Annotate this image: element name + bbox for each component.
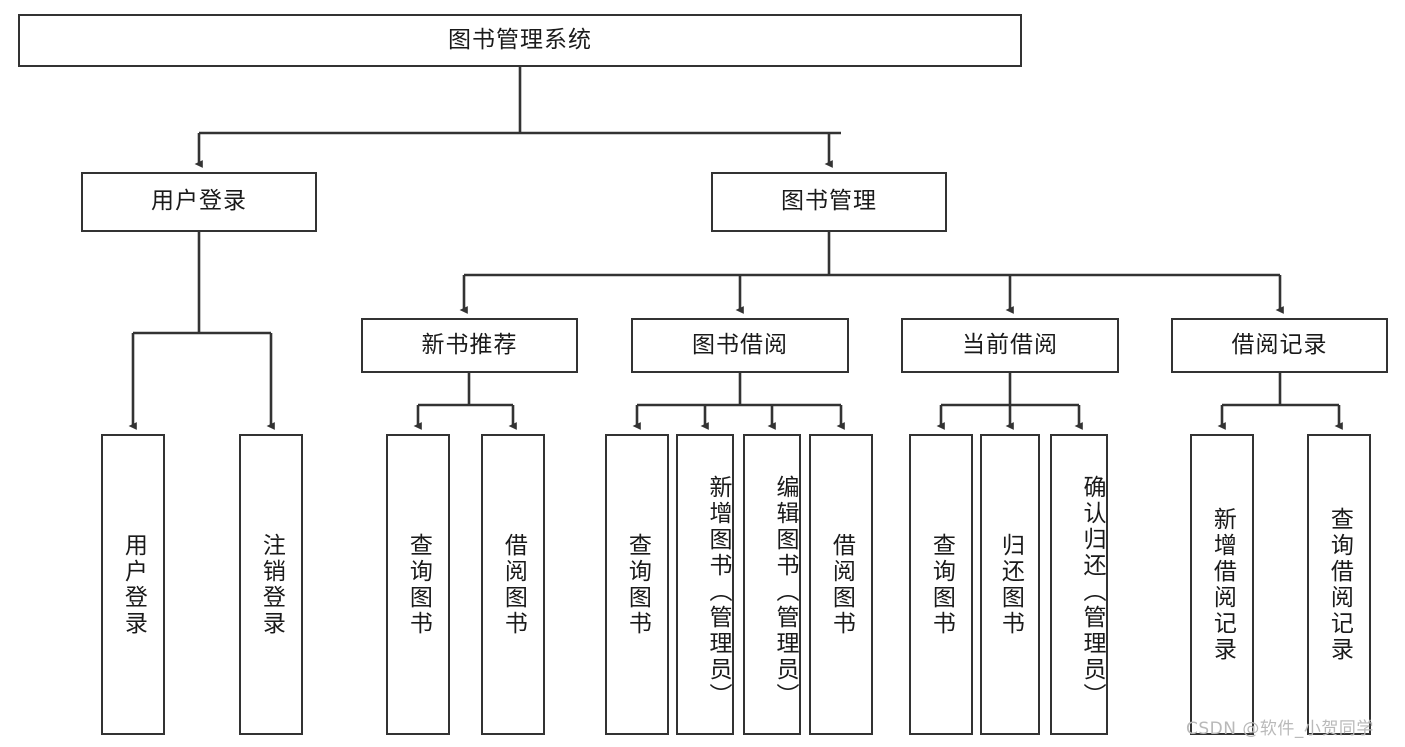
node-label: 编辑图书（管理员） bbox=[772, 474, 798, 709]
leaf-query-borrow-record[interactable]: 查询借阅记录 bbox=[1307, 434, 1371, 735]
leaf-borrow-book-recommend[interactable]: 借阅图书 bbox=[481, 434, 545, 735]
node-label: 借阅图书 bbox=[828, 532, 855, 637]
node-borrow-record[interactable]: 借阅记录 bbox=[1171, 318, 1388, 373]
node-label: 新增图书（管理员） bbox=[705, 474, 731, 709]
node-book-borrow[interactable]: 图书借阅 bbox=[631, 318, 849, 373]
leaf-query-book-recommend[interactable]: 查询图书 bbox=[386, 434, 450, 735]
leaf-query-book-borrow[interactable]: 查询图书 bbox=[605, 434, 669, 735]
node-label: 用户登录 bbox=[120, 532, 147, 637]
node-label: 图书借阅 bbox=[692, 331, 788, 358]
leaf-borrow-book[interactable]: 借阅图书 bbox=[809, 434, 873, 735]
node-label: 查询图书 bbox=[405, 532, 432, 637]
node-label: 确认归还（管理员） bbox=[1079, 474, 1105, 709]
node-user-login[interactable]: 用户登录 bbox=[81, 172, 317, 232]
node-label: 查询借阅记录 bbox=[1326, 506, 1353, 663]
node-label: 归还图书 bbox=[997, 532, 1024, 637]
node-label: 查询图书 bbox=[624, 532, 651, 637]
leaf-add-borrow-record[interactable]: 新增借阅记录 bbox=[1190, 434, 1254, 735]
node-label: 注销登录 bbox=[258, 532, 285, 637]
node-label: 用户登录 bbox=[151, 188, 247, 215]
leaf-user-login[interactable]: 用户登录 bbox=[101, 434, 165, 735]
node-book-management[interactable]: 图书管理 bbox=[711, 172, 947, 232]
watermark-text: CSDN @软件_小贺同学 bbox=[1186, 719, 1374, 739]
node-label: 图书管理系统 bbox=[448, 26, 592, 53]
leaf-query-book-current[interactable]: 查询图书 bbox=[909, 434, 973, 735]
leaf-confirm-return-admin[interactable]: 确认归还（管理员） bbox=[1050, 434, 1108, 735]
leaf-add-book-admin[interactable]: 新增图书（管理员） bbox=[676, 434, 734, 735]
node-label: 借阅图书 bbox=[500, 532, 527, 637]
node-label: 当前借阅 bbox=[962, 331, 1058, 358]
node-label: 图书管理 bbox=[781, 188, 877, 215]
leaf-edit-book-admin[interactable]: 编辑图书（管理员） bbox=[743, 434, 801, 735]
node-label: 新增借阅记录 bbox=[1209, 506, 1236, 663]
leaf-logout-login[interactable]: 注销登录 bbox=[239, 434, 303, 735]
leaf-return-book[interactable]: 归还图书 bbox=[980, 434, 1040, 735]
node-label: 借阅记录 bbox=[1231, 331, 1328, 358]
node-label: 查询图书 bbox=[928, 532, 955, 637]
node-current-borrow[interactable]: 当前借阅 bbox=[901, 318, 1119, 373]
node-new-book-recommend[interactable]: 新书推荐 bbox=[361, 318, 578, 373]
node-label: 新书推荐 bbox=[421, 331, 518, 358]
node-root-book-management-system[interactable]: 图书管理系统 bbox=[18, 14, 1022, 67]
